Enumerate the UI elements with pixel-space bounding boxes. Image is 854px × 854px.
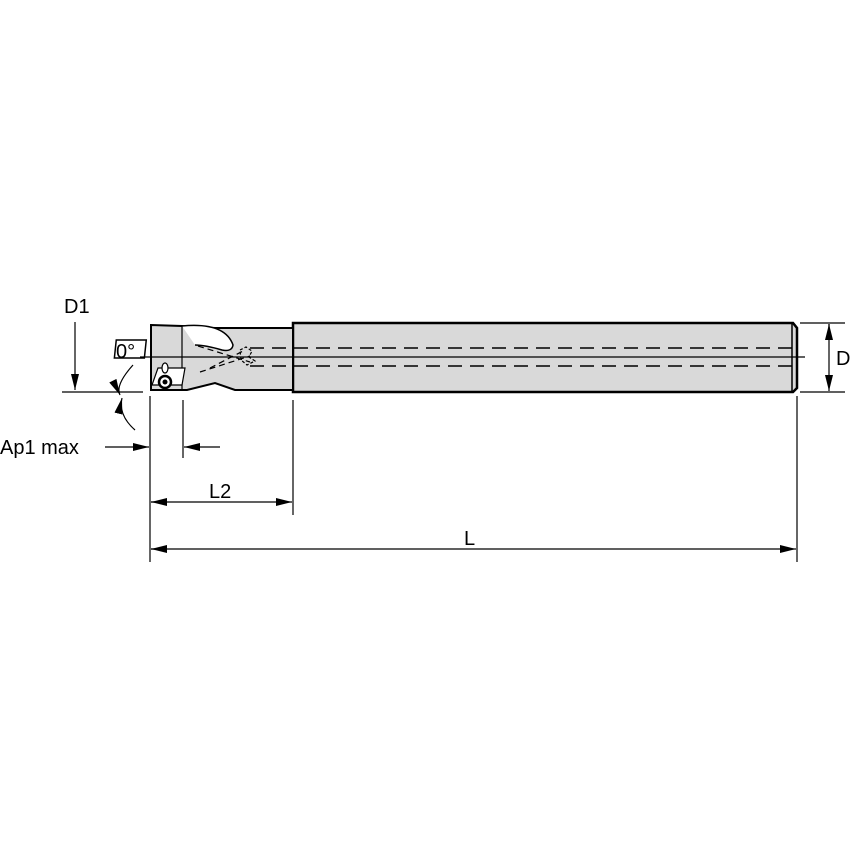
insert — [113, 326, 186, 390]
d1-label: D1 — [64, 296, 90, 318]
l2-label: L2 — [209, 481, 231, 503]
dimension-ap1-max: Ap1 max — [0, 437, 220, 459]
internal-coolant-lines — [140, 347, 805, 367]
dimension-l: L — [151, 528, 796, 553]
l-label: L — [464, 528, 475, 550]
angle-label: 0° — [116, 341, 135, 363]
dimension-angle: 0° — [109, 341, 136, 431]
ap1-max-label: Ap1 max — [0, 437, 79, 459]
dimension-l2: L2 — [151, 481, 292, 506]
d-label: D — [836, 348, 850, 370]
dimension-d1: D1 — [64, 296, 90, 390]
dimension-d: D — [825, 324, 850, 391]
extension-lines — [62, 322, 845, 562]
